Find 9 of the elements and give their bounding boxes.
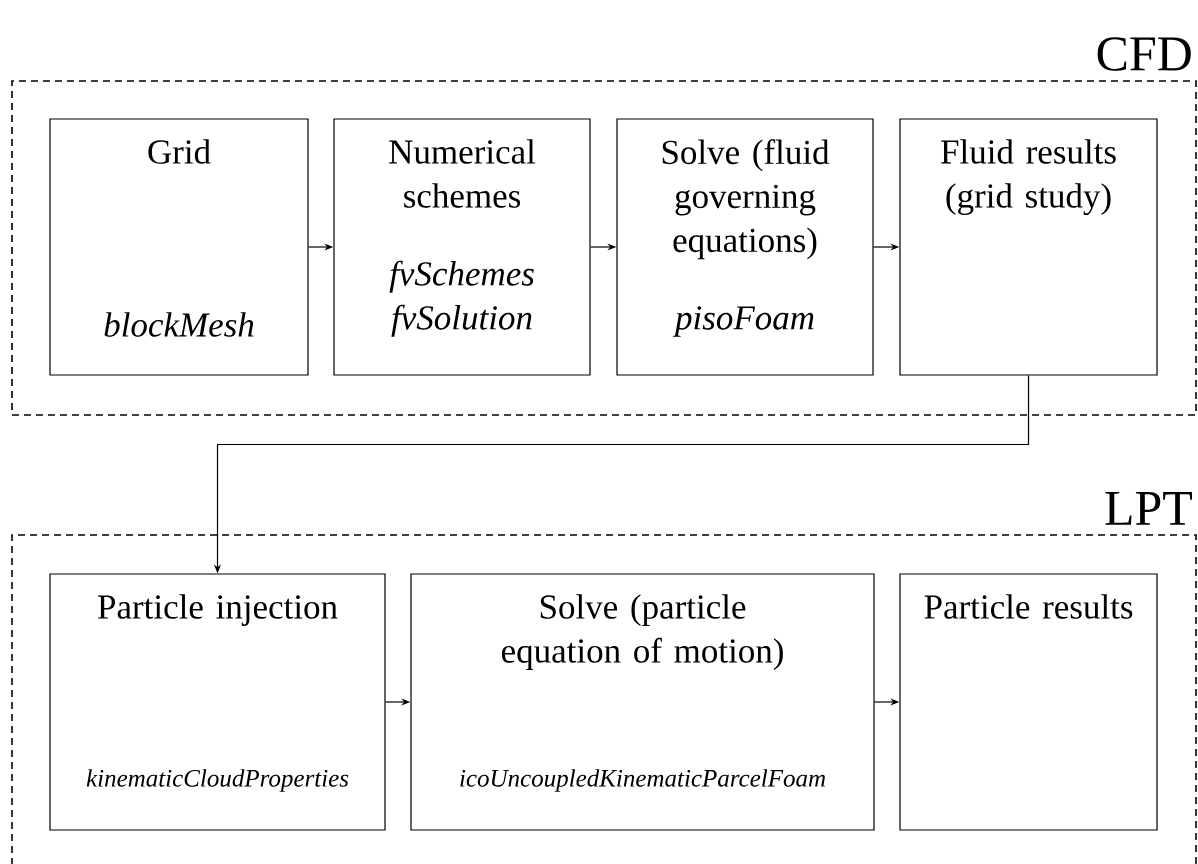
process-box: Grid blockMesh (49, 118, 309, 376)
process-box: Solve (particle equation of motion) icoUncoupledKinematicParcelFoam (410, 573, 875, 831)
process-box: Particle results (899, 573, 1158, 831)
node-label: LPT (1105, 492, 1192, 525)
process-box: Numerical schemes fvSchemes fvSolution (333, 118, 591, 376)
process-box: Solve (fluid governing equations) pisoFoam (616, 118, 874, 376)
process-box: Particle injection kinematicCloudProperties (49, 573, 386, 831)
process-box: Fluid results (grid study) (899, 118, 1158, 376)
node-label: CFD (1097, 37, 1191, 71)
